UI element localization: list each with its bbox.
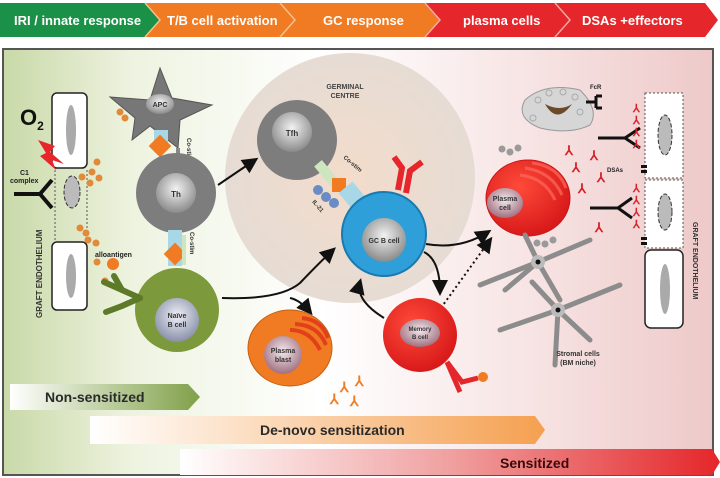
svg-text:⅄: ⅄ [632,183,641,195]
svg-text:⅄: ⅄ [632,103,641,115]
de-novo-bar [90,416,545,444]
stromal-cells-label: Stromal cells(BM niche) [556,351,600,367]
de-novo-label: De-novo sensitization [260,422,405,438]
stage-dsas [555,3,718,37]
apc-label: APC [153,102,168,109]
svg-text:⅄: ⅄ [632,219,641,231]
costim-label: Co-stim [185,138,191,160]
stage-label: GC response [323,13,404,28]
stage-gc-response [280,3,440,37]
arrows [217,157,493,319]
svg-text:⅄: ⅄ [632,195,641,207]
sensitized-bar [180,449,720,475]
stage-label: DSAs +effectors [582,13,683,28]
stage-tb-activation [145,3,295,37]
dsas-free: ⅄ ⅄ ⅄ ⅄ ⅄ ⅄ [564,143,606,235]
graft-endothelium-label-right: GRAFT ENDOTHELIUM [691,222,698,300]
o2-label: O2 [20,105,44,133]
svg-text:⅄: ⅄ [632,207,641,219]
svg-text:⅄: ⅄ [577,181,587,196]
non-sensitized-label: Non-sensitized [45,389,145,405]
svg-text:⅄: ⅄ [329,391,340,407]
svg-text:⅄: ⅄ [632,127,641,139]
graft-endothelium-label: GRAFT ENDOTHELIUM [35,229,44,318]
svg-text:⅄: ⅄ [571,160,581,175]
stage-bar: IRI / innate response T/B cell activatio… [0,2,718,38]
stage-plasma-cells [425,3,570,37]
svg-text:⅄: ⅄ [632,139,641,151]
stage-label: T/B cell activation [167,13,278,28]
costim-label-2: Co-stim [188,232,194,254]
sensitized-label: Sensitized [500,455,569,471]
fcr-label: FcR [590,85,602,91]
dsas-label: DSAs [607,168,624,174]
antibody-icon [391,155,424,194]
alloantigen-label: alloantigen [95,252,132,259]
fcr-icon [586,94,602,110]
graft-endothelium-left [51,92,88,311]
antibodies-orange: ⅄⅄⅄⅄ [329,373,365,409]
svg-text:⅄: ⅄ [632,115,641,127]
antigen-red: ⅄⅄⅄⅄ ⅄⅄⅄⅄ [632,103,641,231]
svg-text:⅄: ⅄ [596,170,606,185]
bcr-icon [101,273,143,315]
graft-endothelium-right [641,92,684,329]
non-sensitized-bar [10,384,200,410]
stage-label: plasma cells [463,13,540,28]
svg-text:⅄: ⅄ [564,143,574,158]
stromal-cells [477,232,623,368]
th-label: Th [171,190,181,199]
svg-text:⅄: ⅄ [594,220,604,235]
c1-complex-icon [14,178,54,210]
dsa-bound [590,126,641,220]
svg-text:⅄: ⅄ [339,379,350,395]
svg-text:⅄: ⅄ [349,393,360,409]
stage-label: IRI / innate response [14,13,141,28]
gc-b-cell-label: GC B cell [368,238,399,245]
tfh-label: Tfh [286,129,299,138]
svg-text:⅄: ⅄ [354,373,365,389]
svg-text:⅄: ⅄ [589,148,599,163]
stage-iri [0,3,160,37]
lightning-icon [38,140,64,170]
